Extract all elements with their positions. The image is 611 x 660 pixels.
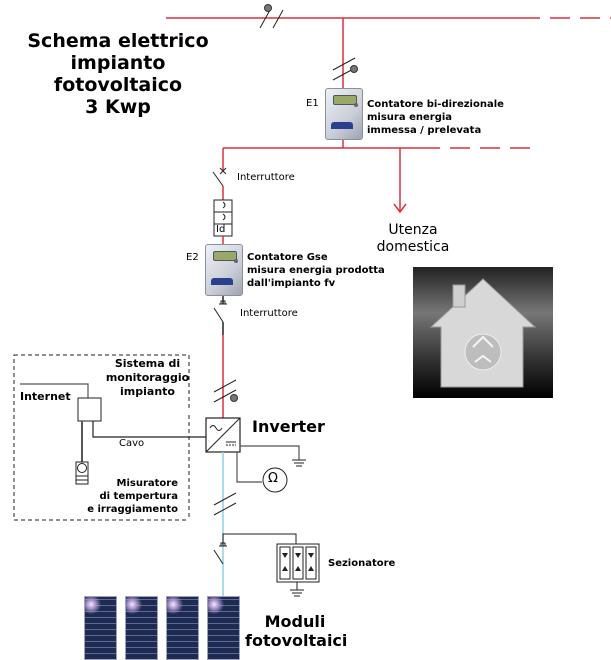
solar-panel-icon [125, 596, 158, 660]
cable-wire [92, 421, 206, 438]
meter-e1-desc-line: misura energia [367, 112, 453, 123]
utenza-line: Utenza [388, 222, 438, 238]
meter-e2-desc-line: misura energia prodotta [247, 265, 385, 276]
monitoring-title-line: monitoraggio [105, 371, 190, 384]
solar-panel-icon [207, 596, 240, 660]
moduli-label: Moduli fotovoltaici [245, 612, 348, 650]
two-wire-marker-icon [213, 492, 237, 516]
cable-label: Cavo [119, 438, 145, 449]
meter-e1-desc-line: immessa / prelevata [367, 125, 482, 136]
datalogger-icon [77, 397, 102, 422]
moduli-label-line: fotovoltaici [245, 631, 348, 650]
switch-1-label: Interruttore [237, 172, 295, 183]
ground-icon [292, 459, 306, 467]
sezionatore-wire [222, 533, 297, 546]
ohm-wire [236, 452, 262, 483]
inverter-label: Inverter [252, 417, 325, 436]
sensor-label: Misuratore di tempertura e irraggiamento [78, 477, 178, 516]
arrow-down-icon [393, 203, 407, 214]
switch-2-label: Interruttore [240, 308, 298, 319]
meter-e2-desc-line: Contatore Gse [247, 252, 328, 263]
inverter-icon [205, 417, 241, 453]
utenza-line: domestica [376, 239, 450, 255]
meter-e2-description: Contatore Gse misura energia prodotta da… [247, 251, 385, 290]
meter-e2-desc-line: dall'impianto fv [247, 278, 336, 289]
two-wire-marker-icon [259, 4, 284, 29]
moduli-label-line: Moduli [264, 612, 326, 631]
sensor-label-line: e irraggiamento [87, 504, 178, 515]
title-line: Schema elettrico [27, 30, 209, 52]
title-line: fotovoltaico [53, 74, 183, 96]
differential-label: Id [216, 224, 226, 235]
switch-icon [213, 542, 227, 565]
ground-wire [240, 445, 300, 460]
circuit-breaker-icon [212, 167, 227, 187]
sezionatore-label: Sezionatore [328, 558, 396, 569]
sensor-icon [75, 461, 89, 485]
solar-panel-icon [166, 596, 199, 660]
title-line: 3 Kwp [85, 96, 151, 118]
meter-e2-tag: E2 [186, 252, 199, 263]
switch-icon [213, 300, 227, 323]
sensor-label-line: Misuratore [116, 478, 179, 489]
internet-wire [20, 383, 89, 398]
sensor-label-line: di tempertura [99, 491, 178, 502]
monitoring-title-line: impianto [120, 385, 175, 398]
surge-protector-icon [276, 543, 320, 597]
electric-meter-icon [205, 244, 243, 296]
meter-e1-tag: E1 [306, 98, 319, 109]
house-recycle-icon [413, 267, 553, 398]
monitoring-title: Sistema di monitoraggio impianto [100, 357, 195, 399]
page-title: Schema elettrico impianto fotovoltaico 3… [8, 30, 228, 118]
ohm-symbol: Ω [268, 471, 278, 486]
ohm-meter-icon [262, 467, 288, 493]
meter-e1-desc-line: Contatore bi-direzionale [367, 99, 504, 110]
two-wire-marker-icon [213, 379, 238, 403]
two-wire-marker-icon [332, 57, 358, 81]
title-line: impianto [70, 52, 166, 74]
monitoring-box [13, 354, 190, 521]
electric-meter-icon [325, 88, 363, 140]
meter-e1-description: Contatore bi-direzionale misura energia … [367, 98, 504, 137]
internet-label: Internet [20, 390, 71, 403]
solar-panel-icon [84, 596, 117, 660]
monitoring-title-line: Sistema di [114, 357, 181, 370]
utenza-label: Utenza domestica [368, 222, 458, 256]
